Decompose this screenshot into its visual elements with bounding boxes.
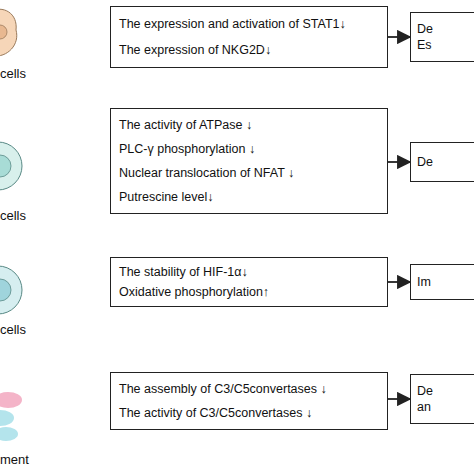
effect-arrow [388,398,410,400]
effect-arrow [388,36,410,38]
cell-type-label: cells [0,208,26,223]
box-text: De Es [417,21,447,53]
box-text: The expression of NKG2D↓ [119,43,379,58]
box-text: Oxidative phosphorylation↑ [119,285,379,300]
cell-nucleus [0,155,11,177]
box-text: Putrescine level↓ [119,190,379,205]
box-text: The activity of ATPase ↓ [119,118,379,133]
box-text: Nuclear translocation of NFAT ↓ [119,166,379,181]
box-text: Im [417,274,447,290]
complement-blob [0,392,22,408]
cell-type-label: ment [0,452,29,467]
complement-blob [0,410,14,426]
effect-arrow [388,161,410,163]
outcome-box: Im [410,264,474,300]
effect-arrow [388,281,410,283]
mechanism-box: The assembly of C3/C5convertases ↓ The ac… [110,372,388,430]
mechanism-box: The stability of HIF-1α↓ Oxidative phosph… [110,257,388,307]
cell-type-label: cells [0,322,26,337]
outcome-box: De Es [410,12,474,62]
nk-cell [0,9,17,56]
outcome-box: De an [410,374,474,424]
complement-blob [0,427,18,441]
mechanism-box: The activity of ATPase ↓ PLC-γ phosphoryl… [110,108,388,214]
mechanism-box: The expression and activation of STAT1↓ T… [110,6,388,68]
box-text: De [417,154,447,170]
box-text: The activity of C3/C5convertases ↓ [119,406,379,421]
cell-nucleus [0,279,11,301]
t-cell [0,142,22,190]
immune-cell [0,266,22,314]
cell-type-label: cells [0,66,26,81]
box-text: The stability of HIF-1α↓ [119,265,379,280]
box-text: The assembly of C3/C5convertases ↓ [119,382,379,397]
box-text: PLC-γ phosphorylation ↓ [119,142,379,157]
outcome-box: De [410,142,474,182]
cell-nucleus [0,25,7,39]
box-text: The expression and activation of STAT1↓ [119,17,379,32]
box-text: De an [417,383,447,415]
